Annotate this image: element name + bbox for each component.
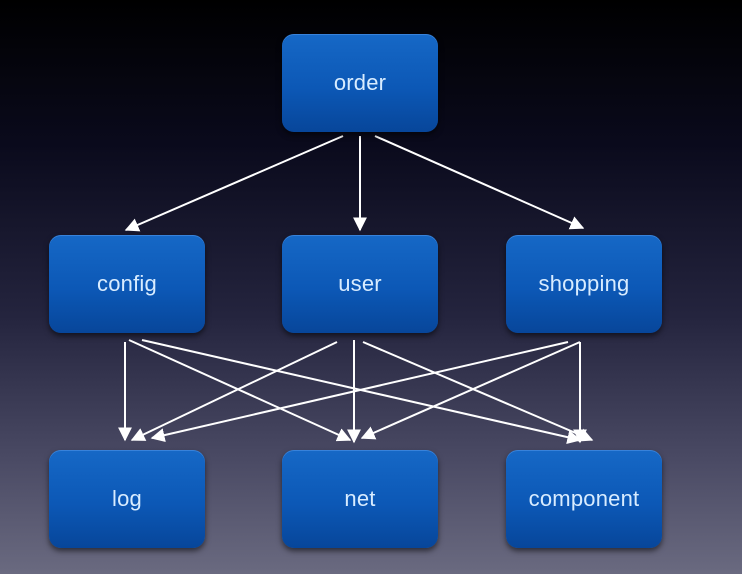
- node-shopping: shopping: [506, 235, 662, 333]
- node-label: user: [338, 271, 382, 296]
- edge-user-to-log: [130, 341, 338, 441]
- edge-config-to-net: [128, 339, 352, 442]
- edge-shopping-to-net: [360, 341, 581, 440]
- edge-shopping-to-log: [150, 341, 569, 442]
- node-config: config: [49, 235, 205, 333]
- edge-order-to-config: [124, 135, 344, 232]
- edge-order-to-shopping: [374, 135, 585, 230]
- node-order: order: [282, 34, 438, 132]
- node-label: order: [333, 70, 387, 95]
- node-label: component: [528, 486, 640, 511]
- edge-user-to-component: [362, 341, 594, 442]
- node-net: net: [282, 450, 438, 548]
- node-log: log: [49, 450, 205, 548]
- node-label: net: [344, 486, 376, 511]
- node-user: user: [282, 235, 438, 333]
- node-label: log: [112, 486, 142, 511]
- node-label: config: [97, 271, 157, 296]
- node-label: shopping: [538, 271, 630, 296]
- node-component: component: [506, 450, 662, 548]
